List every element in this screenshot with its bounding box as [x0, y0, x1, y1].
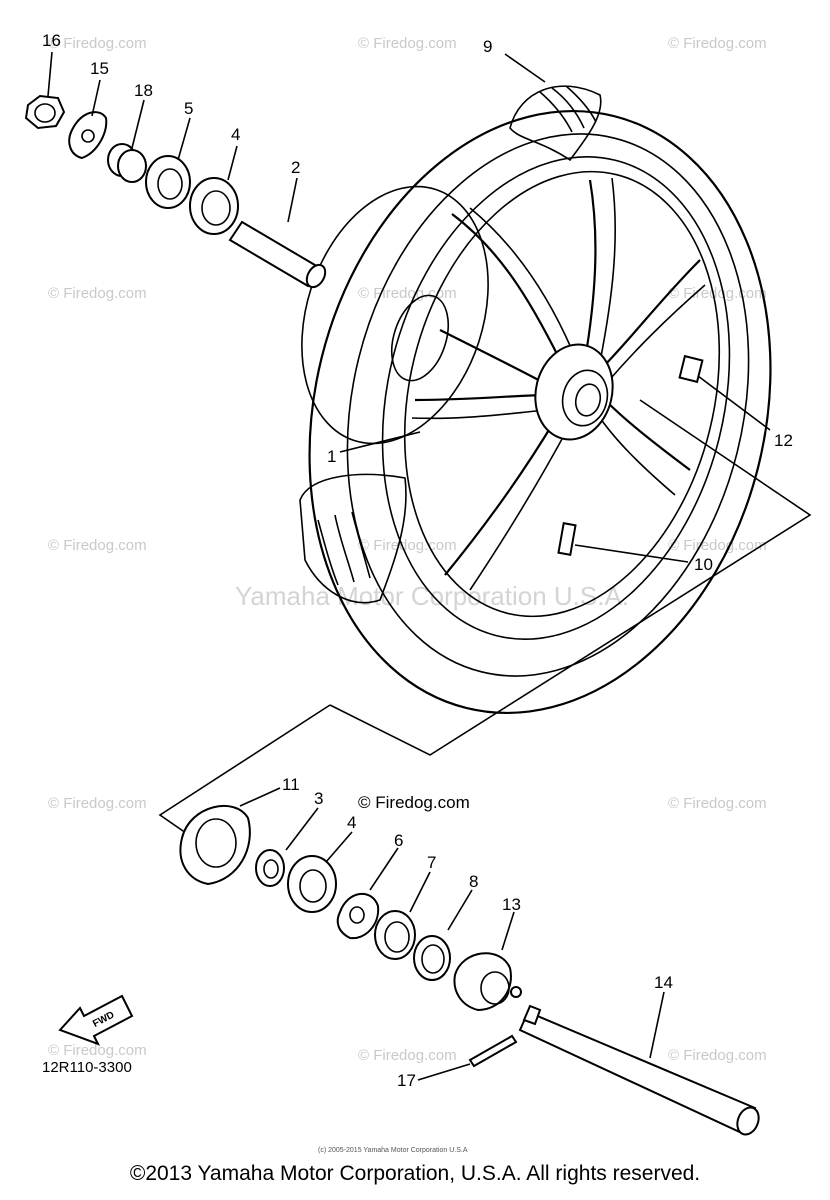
callout-3: 3 [314, 789, 323, 808]
tiny-notice: (c) 2005-2015 Yamaha Motor Corporation U… [318, 1147, 468, 1154]
upper-parts [24, 94, 327, 289]
watermark-firedog: © Firedog.com [668, 1047, 767, 1064]
diagram-code: 12R110-3300 [42, 1059, 132, 1076]
callout-6: 6 [394, 831, 403, 850]
watermark-firedog: © Firedog.com [668, 285, 767, 302]
watermark-firedog: © Firedog.com [48, 35, 147, 52]
callout-5: 5 [184, 99, 193, 118]
callout-4b: 4 [347, 813, 356, 832]
callout-11: 11 [282, 775, 300, 794]
callout-15: 15 [90, 59, 109, 78]
callout-4: 4 [231, 125, 240, 144]
watermark-firedog: © Firedog.com [358, 1047, 457, 1064]
callout-9: 9 [483, 37, 492, 56]
watermark-firedog: © Firedog.com [48, 795, 147, 812]
watermark-yamaha: Yamaha Motor Corporation U.S.A. [235, 581, 629, 611]
callout-7: 7 [427, 853, 436, 872]
callout-1: 1 [327, 447, 336, 466]
watermark-firedog: © Firedog.com [358, 35, 457, 52]
callout-13: 13 [502, 895, 521, 914]
watermark-firedog: © Firedog.com [48, 1042, 147, 1059]
watermark-firedog-center: © Firedog.com [358, 793, 470, 812]
callout-labels: 16 15 18 5 4 2 9 12 1 10 11 3 4 6 7 8 13… [42, 31, 793, 1090]
copyright-footer: ©2013 Yamaha Motor Corporation, U.S.A. A… [129, 1162, 701, 1185]
wheel-assembly [299, 85, 772, 715]
callout-12: 12 [774, 431, 793, 450]
watermark-firedog: © Firedog.com [358, 537, 457, 554]
lower-parts [179, 804, 760, 1136]
callout-18: 18 [134, 81, 153, 100]
callout-2: 2 [291, 158, 300, 177]
watermark-group: © Firedog.com © Firedog.com © Firedog.co… [48, 35, 767, 1154]
watermark-firedog: © Firedog.com [668, 795, 767, 812]
callout-16: 16 [42, 31, 61, 50]
watermark-firedog: © Firedog.com [668, 35, 767, 52]
callout-10: 10 [694, 555, 713, 574]
watermark-firedog: © Firedog.com [358, 285, 457, 302]
callout-14: 14 [654, 973, 673, 992]
fwd-arrow-icon: FWD [58, 994, 134, 1046]
leader-lines [47, 51, 771, 1081]
watermark-firedog: © Firedog.com [668, 537, 767, 554]
assembly-bracket [158, 399, 812, 841]
callout-17: 17 [397, 1071, 416, 1090]
callout-8: 8 [469, 872, 478, 891]
watermark-firedog: © Firedog.com [48, 285, 147, 302]
watermark-firedog: © Firedog.com [48, 537, 147, 554]
